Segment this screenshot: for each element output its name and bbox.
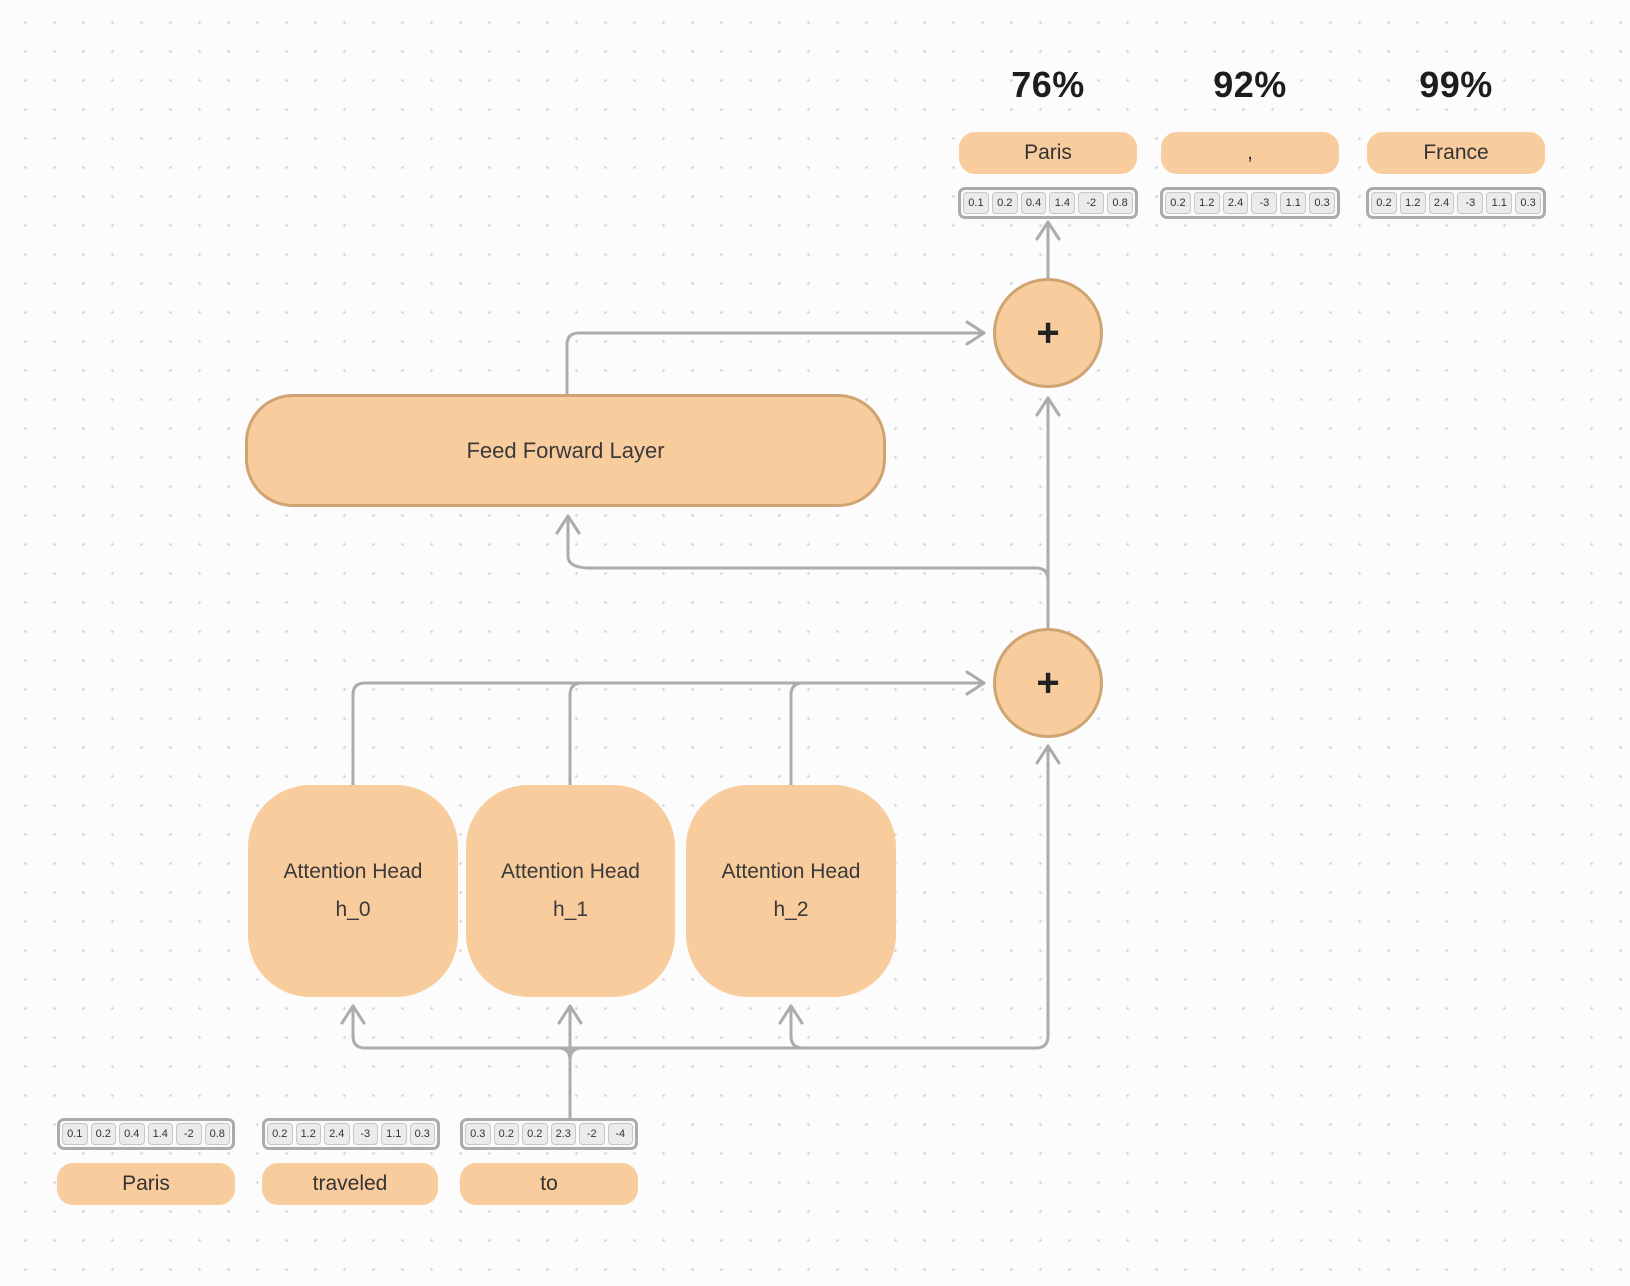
- arrowhead-into-h0: [340, 1004, 366, 1025]
- add-node-upper[interactable]: +: [993, 278, 1103, 388]
- input-token-paris-label: Paris: [122, 1172, 170, 1195]
- attention-head-h0-title: Attention Head: [283, 860, 423, 883]
- vector-cell: 2.4: [1222, 192, 1249, 214]
- vector-cell: -3: [1457, 192, 1484, 214]
- vector-cell: -3: [352, 1123, 378, 1145]
- vector-cell: 0.3: [1309, 192, 1335, 214]
- output-token-paris-label: Paris: [1024, 141, 1072, 164]
- output-token-comma[interactable]: ,: [1161, 132, 1339, 174]
- vector-cell: 0.4: [119, 1123, 145, 1145]
- vector-cell: 2.4: [1428, 192, 1455, 214]
- input-token-traveled[interactable]: traveled: [262, 1163, 438, 1205]
- vector-cell: 2.4: [324, 1123, 350, 1145]
- output-probability-france: 99%: [1419, 64, 1493, 105]
- vector-cell: 0.2: [493, 1123, 519, 1145]
- attention-head-h1-subtitle: h_1: [552, 898, 589, 921]
- arrowhead-into-lower-add-bottom: [1035, 744, 1061, 765]
- attention-head-h0[interactable]: Attention Head h_0: [248, 785, 458, 997]
- vector-cell: 0.4: [1020, 192, 1047, 214]
- arrowhead-into-upper-add-left: [965, 320, 986, 346]
- vector-cell: 1.1: [381, 1123, 407, 1145]
- connector-h2-merge: [789, 1004, 805, 1050]
- add-node-lower[interactable]: +: [993, 628, 1103, 738]
- input-token-to[interactable]: to: [460, 1163, 638, 1205]
- output-probability-paris: 76%: [1011, 64, 1085, 105]
- vector-cell: 1.1: [1486, 192, 1513, 214]
- vector-cell: 0.1: [62, 1123, 88, 1145]
- arrowhead-into-upper-add-bottom: [1035, 396, 1061, 417]
- connector-h1-out: [568, 681, 584, 787]
- attention-head-h2[interactable]: Attention Head h_2: [686, 785, 896, 997]
- vector-cell: 0.2: [1371, 192, 1397, 214]
- output-token-france-label: France: [1423, 141, 1489, 164]
- vector-cell: -4: [607, 1123, 633, 1145]
- arrowhead-into-output-vector: [1035, 220, 1061, 241]
- vector-cell: 0.3: [409, 1123, 435, 1145]
- vector-cell: 1.4: [1049, 192, 1076, 214]
- vector-cell: 0.2: [522, 1123, 548, 1145]
- vector-cell: 0.2: [991, 192, 1018, 214]
- output-probability-comma: 92%: [1213, 64, 1287, 105]
- vector-cell: 0.2: [90, 1123, 116, 1145]
- input-token-paris[interactable]: Paris: [57, 1163, 235, 1205]
- input-token-traveled-label: traveled: [312, 1172, 388, 1195]
- arrowhead-into-ffl: [555, 514, 581, 535]
- connector-h2-out: [789, 681, 805, 787]
- connector-fork-left: [556, 1046, 572, 1062]
- vector-cell: 0.2: [1165, 192, 1191, 214]
- input-token-to-label: to: [540, 1172, 558, 1195]
- vector-cell: 1.2: [1399, 192, 1426, 214]
- plus-icon: +: [1036, 661, 1060, 705]
- attention-head-h0-subtitle: h_0: [335, 898, 371, 921]
- connector-h0-out: [351, 681, 986, 787]
- vector-cell: 0.8: [1107, 192, 1133, 214]
- arrowhead-into-h1: [557, 1004, 583, 1025]
- feed-forward-layer-label: Feed Forward Layer: [466, 437, 665, 463]
- connector-ffl-out: [565, 331, 986, 396]
- output-token-france[interactable]: France: [1367, 132, 1545, 174]
- attention-head-h1[interactable]: Attention Head h_1: [466, 785, 675, 997]
- attention-head-h1-title: Attention Head: [501, 860, 640, 883]
- output-token-comma-label: ,: [1247, 141, 1253, 164]
- vector-cell: 0.2: [267, 1123, 293, 1145]
- vector-cell: 1.2: [295, 1123, 321, 1145]
- arrowhead-into-h2: [778, 1004, 804, 1025]
- vector-cell: 1.1: [1280, 192, 1307, 214]
- connector-fork-right: [568, 1046, 584, 1062]
- vector-cell: -2: [1078, 192, 1105, 214]
- vector-cell: 2.3: [550, 1123, 576, 1145]
- vector-cell: 1.2: [1193, 192, 1220, 214]
- feed-forward-layer[interactable]: Feed Forward Layer: [245, 394, 886, 507]
- vector-cell: -2: [579, 1123, 605, 1145]
- vector-cell: -2: [176, 1123, 202, 1145]
- vector-cell: 1.4: [147, 1123, 173, 1145]
- attention-head-h2-title: Attention Head: [721, 860, 861, 883]
- vector-cell: 0.3: [1515, 192, 1541, 214]
- output-token-paris[interactable]: Paris: [959, 132, 1137, 174]
- arrowhead-into-lower-add-left: [965, 670, 986, 696]
- plus-icon: +: [1036, 311, 1060, 355]
- connector-ffl-in: [566, 514, 1050, 582]
- vector-cell: -3: [1251, 192, 1278, 214]
- vector-cell: 0.8: [204, 1123, 230, 1145]
- attention-head-h2-subtitle: h_2: [773, 898, 809, 921]
- vector-cell: 0.1: [963, 192, 989, 214]
- vector-cell: 0.3: [465, 1123, 491, 1145]
